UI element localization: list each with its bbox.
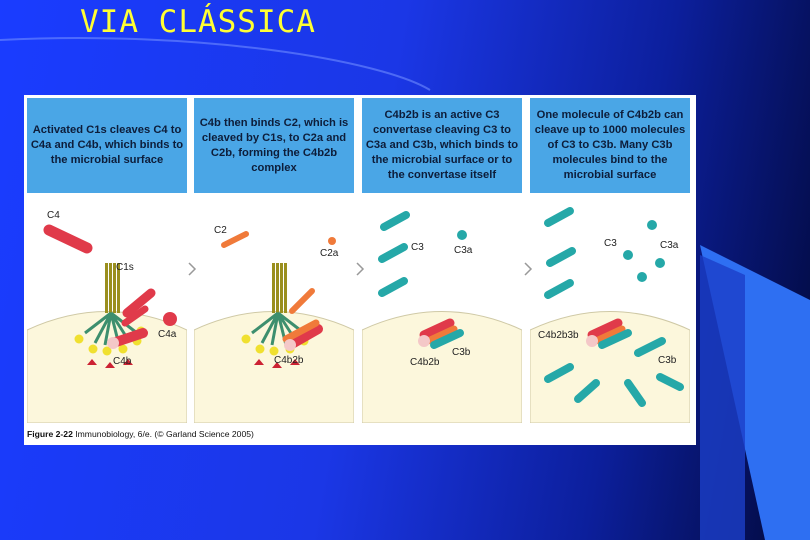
panel-1-caption: Activated C1s cleaves C4 to C4a and C4b,… [27,98,187,193]
slide-title: VIA CLÁSSICA [80,4,316,40]
panel-2: C4b then binds C2, which is cleaved by C… [194,98,354,423]
label-c4b2b: C4b2b [274,355,304,366]
arrow-2 [356,262,365,276]
label-c4b: C4b [113,356,132,367]
label-c3: C3 [604,238,617,249]
panel-4-caption: One molecule of C4b2b can cleave up to 1… [530,98,690,193]
label-c1s: C1s [116,262,134,273]
label-c3: C3 [411,242,424,253]
label-c4: C4 [47,210,60,221]
panel-4-body: C3 C3a C4b2b3b C3b [530,193,690,423]
c1-complex [74,263,156,356]
step-arrows [188,262,533,276]
panel-2-body: C2 C2a C4b2b [194,193,354,423]
label-c4b2b3b: C4b2b3b [538,330,579,341]
arrow-3 [524,262,533,276]
label-c2: C2 [214,225,227,236]
label-c2a: C2a [320,248,339,259]
label-c3b: C3b [452,347,471,358]
panel-3: C4b2b is an active C3 convertase cleavin… [362,98,522,423]
panel-2-caption: C4b then binds C2, which is cleaved by C… [194,98,354,193]
complement-figure: Activated C1s cleaves C4 to C4a and C4b,… [24,95,696,445]
panel-4: One molecule of C4b2b can cleave up to 1… [530,98,690,423]
label-c4b2b: C4b2b [410,357,440,368]
figure-label: Figure 2-22 [27,429,73,439]
label-c4a: C4a [158,329,177,340]
panel-3-caption: C4b2b is an active C3 convertase cleavin… [362,98,522,193]
label-c3a: C3a [660,240,679,251]
label-c3a: C3a [454,245,473,256]
panel-3-body: C3 C3a C4b2b C3b [362,193,522,423]
figure-source: Immunobiology, 6/e. (© Garland Science 2… [75,429,254,439]
figure-caption: Figure 2-22 Immunobiology, 6/e. (© Garla… [27,429,254,439]
label-c3b: C3b [658,355,677,366]
panel-1-body: C4 C4a C1s C4b [27,193,187,423]
panel-1: Activated C1s cleaves C4 to C4a and C4b,… [27,98,187,423]
arrow-1 [188,262,197,276]
